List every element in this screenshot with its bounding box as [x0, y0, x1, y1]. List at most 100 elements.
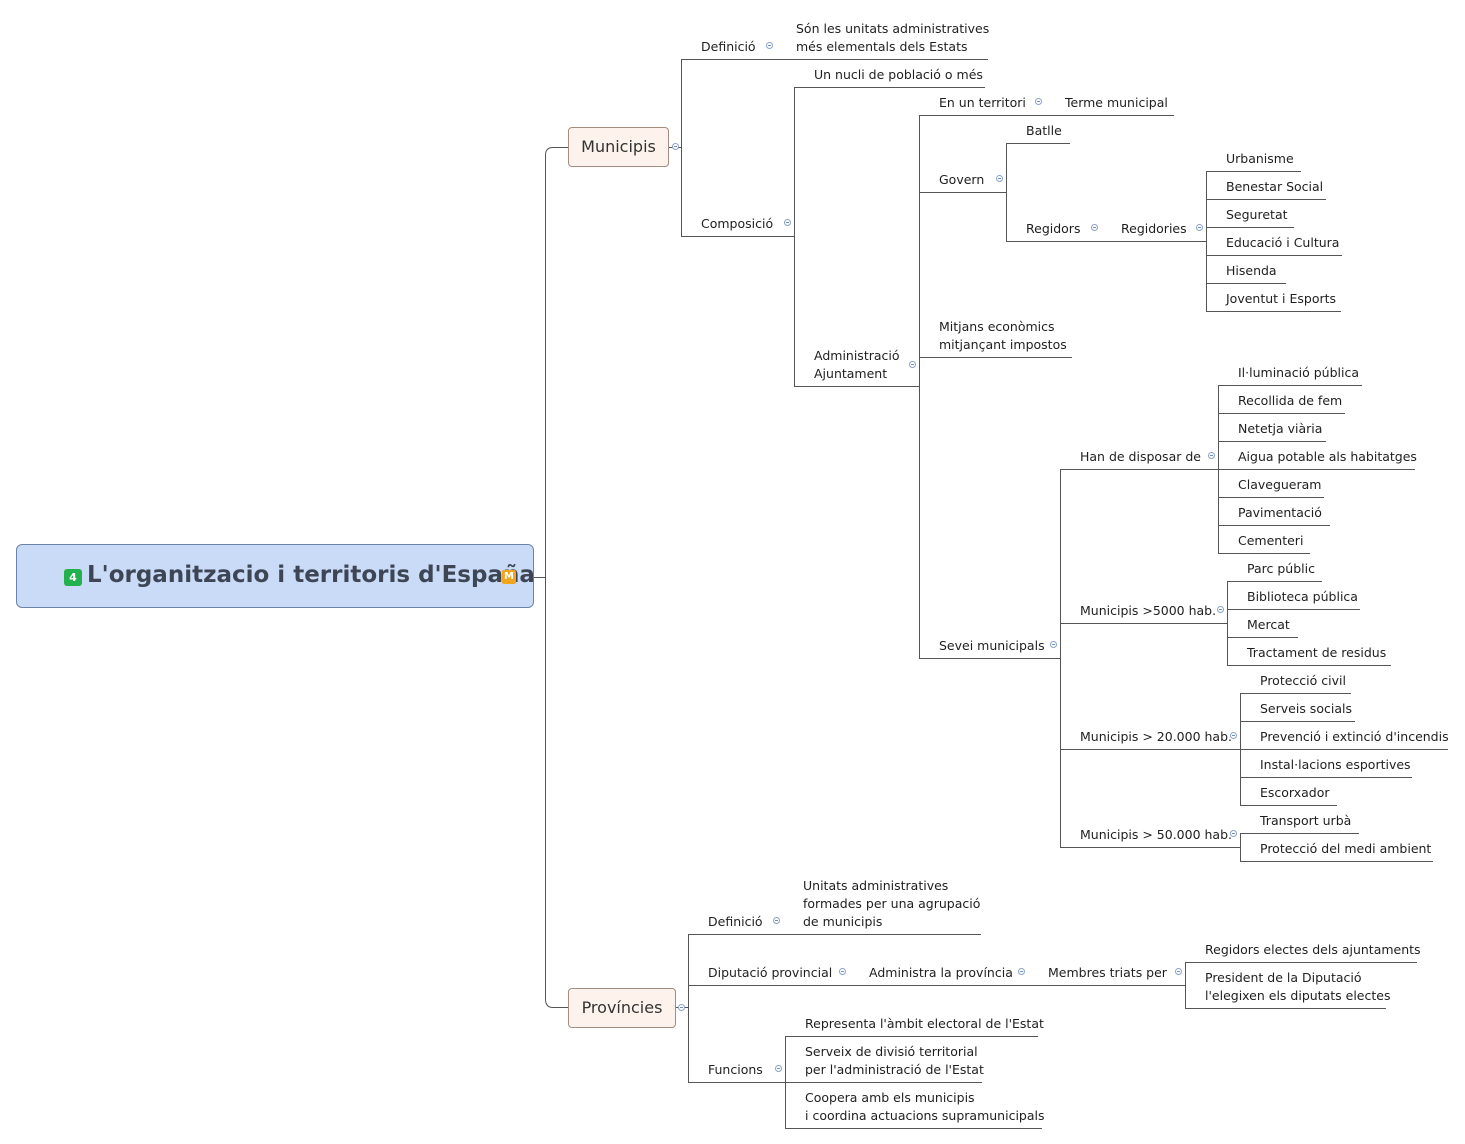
node-text: Pavimentació — [1238, 505, 1322, 520]
collapse-toggle-icon[interactable] — [996, 175, 1003, 182]
node-membres-item[interactable]: Regidors electes dels ajuntaments — [1205, 941, 1421, 959]
node-regidoria[interactable]: Urbanisme — [1226, 150, 1294, 168]
node-funcio[interactable]: Representa l'àmbit electoral de l'Estat — [805, 1015, 1044, 1033]
node-text: En un territori — [939, 95, 1026, 110]
collapse-toggle-icon[interactable] — [784, 219, 791, 226]
node-regidoria[interactable]: Benestar Social — [1226, 178, 1323, 196]
node-text: Coopera amb els municipis — [805, 1090, 975, 1105]
node-regidoria[interactable]: Hisenda — [1226, 262, 1277, 280]
node-servei[interactable]: Pavimentació — [1238, 504, 1322, 522]
node-nucli[interactable]: Un nucli de població o més — [814, 66, 983, 84]
node-text: per l'administració de l'Estat — [805, 1062, 984, 1077]
collapse-toggle-icon[interactable] — [1208, 452, 1215, 459]
node-batlle[interactable]: Batlle — [1026, 122, 1062, 140]
node-servei[interactable]: Serveis socials — [1260, 700, 1352, 718]
collapse-toggle-icon[interactable] — [678, 1004, 685, 1011]
node-text: Govern — [939, 172, 985, 187]
node-text: Han de disposar de — [1080, 449, 1201, 464]
collapse-toggle-icon[interactable] — [766, 42, 773, 49]
node-servei[interactable]: Escorxador — [1260, 784, 1330, 802]
collapse-toggle-icon[interactable] — [1196, 224, 1203, 231]
node-servei[interactable]: Transport urbà — [1260, 812, 1351, 830]
node-territori[interactable]: En un territori — [939, 94, 1026, 112]
collapse-toggle-icon[interactable] — [1175, 968, 1182, 975]
node-terme-municipal[interactable]: Terme municipal — [1065, 94, 1168, 112]
node-text: Unitats administratives — [803, 878, 949, 893]
node-servei[interactable]: Parc públic — [1247, 560, 1315, 578]
node-text: mitjançant impostos — [939, 337, 1067, 352]
node-text: Regidors — [1026, 221, 1081, 236]
node-servei[interactable]: Il·luminació pública — [1238, 364, 1359, 382]
node-text: Netetja viària — [1238, 421, 1323, 436]
priority-badge-icon: 4 — [64, 569, 82, 586]
collapse-toggle-icon[interactable] — [1018, 968, 1025, 975]
collapse-toggle-icon[interactable] — [1217, 606, 1224, 613]
node-administra[interactable]: Administra la província — [869, 964, 1013, 982]
collapse-toggle-icon[interactable] — [1035, 98, 1042, 105]
node-membres[interactable]: Membres triats per — [1048, 964, 1167, 982]
node-text: Sevei municipals — [939, 638, 1045, 653]
node-han-de-disposar[interactable]: Han de disposar de — [1080, 448, 1201, 466]
node-text: Joventut i Esports — [1226, 291, 1337, 306]
node-regidors[interactable]: Regidors — [1026, 220, 1080, 238]
node-municipis-5000[interactable]: Municipis >5000 hab. — [1080, 602, 1216, 620]
node-servei[interactable]: Prevenció i extinció d'incendis — [1260, 728, 1449, 746]
node-definicio[interactable]: Definició — [701, 38, 756, 56]
collapse-toggle-icon[interactable] — [1050, 641, 1057, 648]
node-servei[interactable]: Mercat — [1247, 616, 1290, 634]
branch-provincies[interactable]: Províncies — [568, 988, 676, 1028]
node-mitjans[interactable]: Mitjans econòmics mitjançant impostos — [939, 318, 1067, 354]
node-regidoria[interactable]: Seguretat — [1226, 206, 1288, 224]
node-servei[interactable]: Tractament de residus — [1247, 644, 1386, 662]
node-text: Representa l'àmbit electoral de l'Estat — [805, 1016, 1044, 1031]
node-prov-definicio[interactable]: Definició — [708, 913, 763, 931]
collapse-toggle-icon[interactable] — [672, 143, 679, 150]
node-regidoria[interactable]: Educació i Cultura — [1226, 234, 1339, 252]
node-servei[interactable]: Cementeri — [1238, 532, 1303, 550]
node-diputacio[interactable]: Diputació provincial — [708, 964, 832, 982]
node-composicio[interactable]: Composició — [701, 215, 773, 233]
node-servei[interactable]: Netetja viària — [1238, 420, 1322, 438]
node-text: Instal·lacions esportives — [1260, 757, 1411, 772]
node-text: Regidors electes dels ajuntaments — [1205, 942, 1421, 957]
node-text: Diputació provincial — [708, 965, 833, 980]
node-funcions[interactable]: Funcions — [708, 1061, 763, 1079]
node-regidories[interactable]: Regidories — [1121, 220, 1187, 238]
node-text: Membres triats per — [1048, 965, 1167, 980]
collapse-toggle-icon[interactable] — [1230, 830, 1237, 837]
node-servei[interactable]: Clavegueram — [1238, 476, 1321, 494]
node-municipis-20000[interactable]: Municipis > 20.000 hab. — [1080, 728, 1232, 746]
branch-municipis[interactable]: Municipis — [568, 127, 669, 167]
collapse-toggle-icon[interactable] — [1091, 224, 1098, 231]
collapse-toggle-icon[interactable] — [909, 361, 916, 368]
node-text: Administra la província — [869, 965, 1013, 980]
node-text: Definició — [708, 914, 763, 929]
collapse-toggle-icon[interactable] — [839, 968, 846, 975]
node-text: Mitjans econòmics — [939, 319, 1055, 334]
node-servei[interactable]: Aigua potable als habitatges — [1238, 448, 1417, 466]
node-govern[interactable]: Govern — [939, 171, 984, 189]
collapse-toggle-icon[interactable] — [773, 917, 780, 924]
node-servei[interactable]: Recollida de fem — [1238, 392, 1342, 410]
node-servei[interactable]: Protecció civil — [1260, 672, 1346, 690]
collapse-toggle-icon[interactable] — [1230, 732, 1237, 739]
node-text: Són les unitats administratives — [796, 21, 990, 36]
node-servei[interactable]: Biblioteca pública — [1247, 588, 1358, 606]
node-text: Recollida de fem — [1238, 393, 1343, 408]
root-topic[interactable]: 4 L'organitzacio i territoris d'España M — [16, 544, 535, 608]
collapse-toggle-icon[interactable] — [775, 1065, 782, 1072]
node-servei[interactable]: Instal·lacions esportives — [1260, 756, 1411, 774]
node-municipis-50000[interactable]: Municipis > 50.000 hab. — [1080, 826, 1232, 844]
node-text: Protecció del medi ambient — [1260, 841, 1432, 856]
node-text: Serveis socials — [1260, 701, 1352, 716]
node-serveis[interactable]: Sevei municipals — [939, 637, 1045, 655]
node-servei[interactable]: Protecció del medi ambient — [1260, 840, 1431, 858]
node-regidoria[interactable]: Joventut i Esports — [1226, 290, 1336, 308]
